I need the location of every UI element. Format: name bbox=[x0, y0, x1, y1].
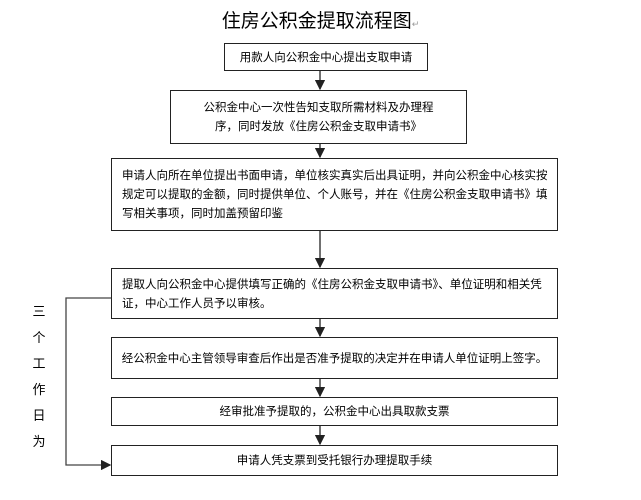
step-3-box: 申请人向所在单位提出书面申请，单位核实真实后出具证明，并向公积金中心核实按规定可… bbox=[111, 158, 558, 231]
step-6-box: 经审批准予提取的，公积金中心出具取款支票 bbox=[111, 397, 558, 426]
step-3-text: 申请人向所在单位提出书面申请，单位核实真实后出具证明，并向公积金中心核实按规定可… bbox=[122, 168, 548, 220]
step-5-text: 经公积金中心主管领导审查后作出是否准予提取的决定并在申请人单位证明上签字。 bbox=[121, 350, 548, 365]
side-label: 三个工作日为 bbox=[32, 305, 46, 450]
step-2-box: 公积金中心一次性告知支取所需材料及办理程序，同时发放《住房公积金支取申请书》 bbox=[170, 90, 467, 144]
paragraph-mark: ↵ bbox=[411, 20, 420, 30]
page-title: 住房公积金提取流程图↵ bbox=[0, 6, 641, 33]
step-1-text: 用款人向公积金中心提出支取申请 bbox=[239, 49, 413, 64]
step-2-text: 公积金中心一次性告知支取所需材料及办理程序，同时发放《住房公积金支取申请书》 bbox=[203, 100, 434, 133]
step-6-text: 经审批准予提取的，公积金中心出具取款支票 bbox=[219, 404, 450, 418]
bracket-arrow bbox=[65, 297, 112, 471]
title-text: 住房公积金提取流程图 bbox=[221, 10, 412, 32]
step-7-text: 申请人凭支票到受托银行办理提取手续 bbox=[236, 453, 433, 467]
step-7-box: 申请人凭支票到受托银行办理提取手续 bbox=[111, 445, 558, 476]
step-1-box: 用款人向公积金中心提出支取申请 bbox=[224, 43, 428, 71]
step-4-box: 提取人向公积金中心提供填写正确的《住房公积金支取申请书》、单位证明和相关凭证，中… bbox=[111, 268, 558, 319]
step-5-box: 经公积金中心主管领导审查后作出是否准予提取的决定并在申请人单位证明上签字。 bbox=[111, 337, 558, 379]
step-4-text: 提取人向公积金中心提供填写正确的《住房公积金支取申请书》、单位证明和相关凭证，中… bbox=[122, 276, 542, 310]
